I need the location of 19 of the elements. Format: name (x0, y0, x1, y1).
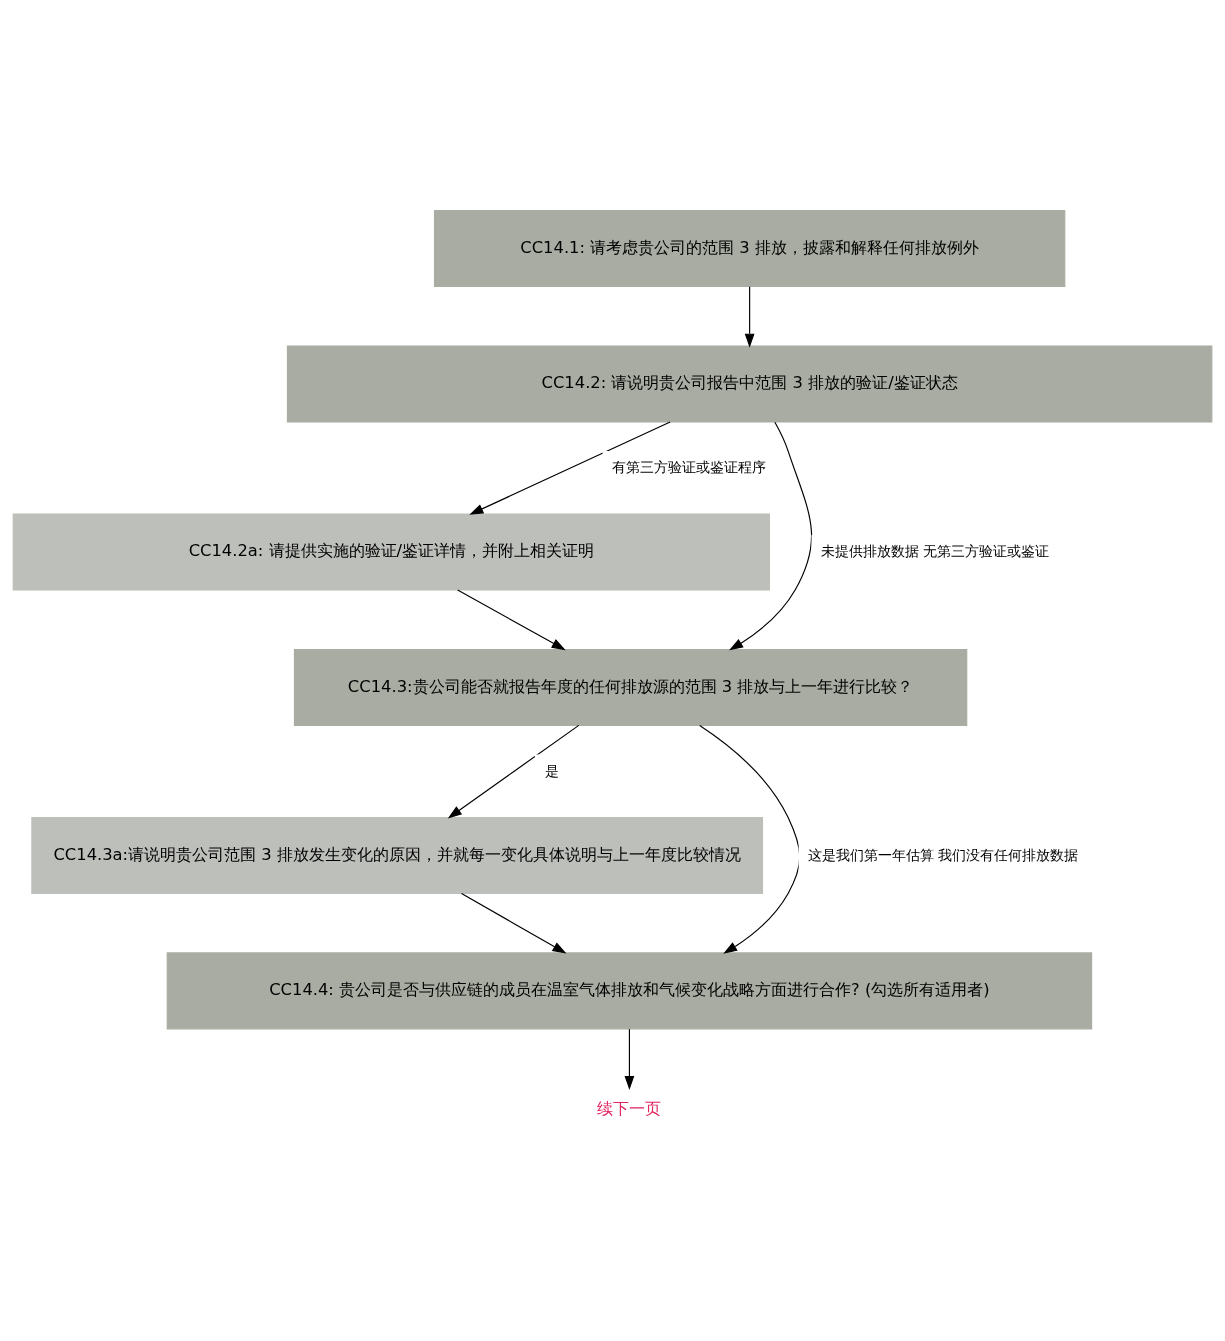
arrow (447, 724, 580, 819)
node-box: CC14.3:贵公司能否就报告年度的任何排放源的范围 3 排放与上一年进行比较？ (293, 648, 968, 726)
node-box: CC14.1: 请考虑贵公司的范围 3 排放，披露和解释任何排放例外 (433, 210, 1066, 288)
edge-label: 这是我们第一年估算 我们没有任何排放数据 (807, 846, 1079, 863)
arrow (729, 421, 813, 651)
edge-label: 未提供排放数据 无第三方验证或鉴证 (820, 543, 1050, 560)
node-box: CC14.3a:请说明贵公司范围 3 排放发生变化的原因，并就每一变化具体说明与上一年度比较情况 (31, 816, 764, 894)
node-text: 续下一页 (597, 1098, 662, 1118)
node-box: CC14.2a: 请提供实施的验证/鉴证详情，并附上相关证明 (12, 513, 771, 591)
arrow (624, 1028, 635, 1091)
edge-label: 是 (544, 762, 559, 779)
arrow (699, 724, 801, 954)
node-box: CC14.2: 请说明贵公司报告中范围 3 排放的验证/鉴证状态 (286, 345, 1213, 423)
arrow (744, 286, 755, 348)
node-box: CC14.4: 贵公司是否与供应链的成员在温室气体排放和气候变化战略方面进行合作? (勾选所有适用者) (166, 952, 1093, 1030)
edge-label: 有第三方验证或鉴证程序 (612, 459, 767, 476)
arrow (460, 892, 567, 954)
arrow (469, 421, 671, 515)
arrow (457, 589, 566, 651)
